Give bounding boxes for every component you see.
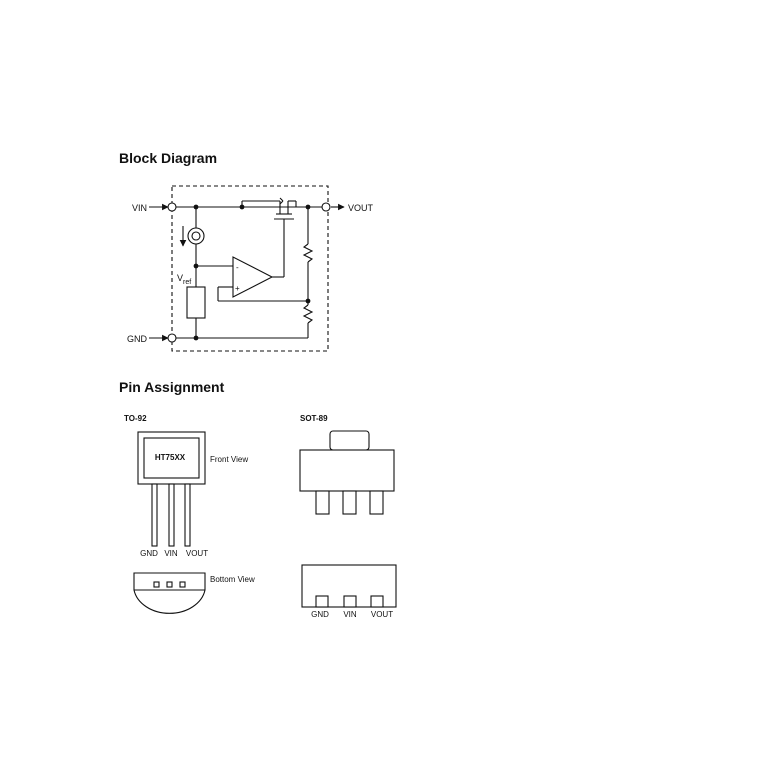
to92-bottom-pin-vout bbox=[179, 581, 186, 588]
to92-pin-label-vout: VOUT bbox=[186, 549, 208, 558]
current-source-icon bbox=[187, 227, 205, 245]
to92-bottom-outline bbox=[133, 572, 206, 614]
sot89-pin-gnd bbox=[315, 490, 330, 515]
to92-front-view-label: Front View bbox=[210, 455, 248, 464]
to92-pin-label-gnd: GND bbox=[140, 549, 158, 558]
opamp-plus-label: + bbox=[235, 284, 240, 293]
vout-label: VOUT bbox=[348, 203, 374, 213]
to92-bottom-view-label: Bottom View bbox=[210, 575, 255, 584]
sot89-bottom-view bbox=[301, 564, 397, 608]
divider-resistor-top bbox=[302, 243, 314, 263]
sot89-bottom-pin-vout bbox=[370, 595, 384, 608]
pin-assignment-heading: Pin Assignment bbox=[119, 379, 225, 395]
vin-label: VIN bbox=[132, 203, 147, 213]
junction-dot bbox=[305, 204, 311, 210]
sot89-package-label: SOT-89 bbox=[300, 414, 328, 423]
sot89-pin-label-gnd: GND bbox=[311, 610, 329, 619]
block-diagram-heading: Block Diagram bbox=[119, 150, 218, 166]
opamp-triangle bbox=[232, 256, 274, 298]
to92-pin-vout bbox=[184, 483, 191, 547]
to92-chip-marking: HT75XX bbox=[155, 453, 186, 462]
sot89-tab bbox=[329, 430, 370, 451]
chip-boundary bbox=[171, 185, 329, 352]
to92-pin-label-vin: VIN bbox=[164, 549, 178, 558]
junction-dot bbox=[305, 298, 311, 304]
junction-dot bbox=[193, 204, 199, 210]
sot89-body bbox=[299, 449, 395, 492]
sot89-bottom-pin-vin bbox=[343, 595, 357, 608]
gnd-label: GND bbox=[127, 334, 148, 344]
vref-block bbox=[186, 286, 206, 319]
to92-pin-gnd bbox=[151, 483, 158, 547]
vout-terminal bbox=[321, 202, 331, 212]
sot89-top-view bbox=[299, 430, 395, 515]
junction-dot bbox=[193, 335, 199, 341]
to92-front-view bbox=[137, 431, 206, 547]
sot89-pin-vin bbox=[342, 490, 357, 515]
to92-package-label: TO-92 bbox=[124, 414, 147, 423]
vin-terminal bbox=[167, 202, 177, 212]
sot89-pin-label-vout: VOUT bbox=[371, 610, 393, 619]
to92-pin-vin bbox=[168, 483, 175, 547]
vref-label: Vref bbox=[177, 273, 191, 286]
junction-dot bbox=[239, 204, 245, 210]
block-diagram bbox=[149, 185, 345, 352]
to92-bottom-view bbox=[133, 572, 206, 614]
sot89-bottom-pin-gnd bbox=[315, 595, 329, 608]
sot89-pin-label-vin: VIN bbox=[343, 610, 357, 619]
gnd-terminal bbox=[167, 333, 177, 343]
junction-dot bbox=[193, 263, 199, 269]
to92-bottom-pin-gnd bbox=[153, 581, 160, 588]
opamp-minus-label: - bbox=[236, 263, 239, 272]
current-source-inner bbox=[191, 231, 201, 241]
to92-bottom-pin-vin bbox=[166, 581, 173, 588]
to92-face bbox=[143, 437, 200, 479]
sot89-pin-vout bbox=[369, 490, 384, 515]
transistor-arrow bbox=[279, 197, 284, 205]
divider-resistor-bottom bbox=[302, 304, 314, 324]
